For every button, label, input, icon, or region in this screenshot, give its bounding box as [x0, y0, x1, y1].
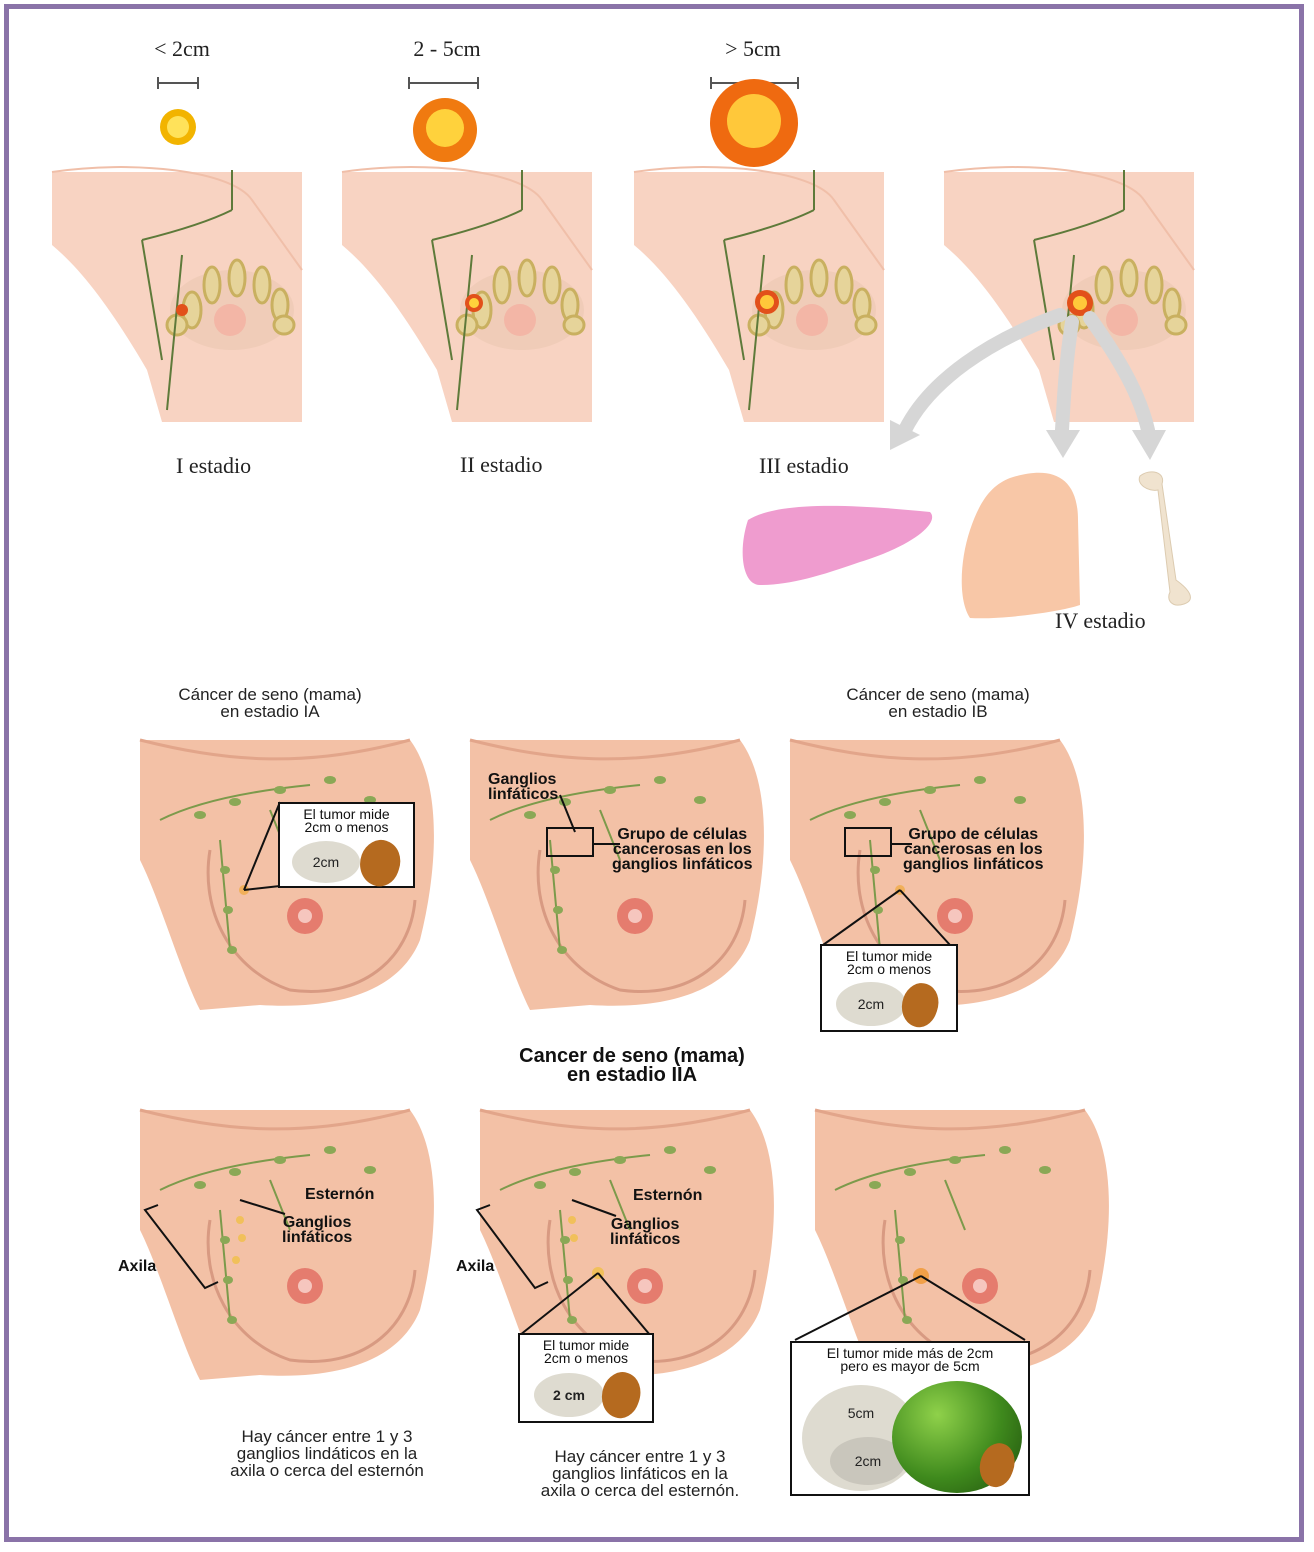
ganglios-label-2: Ganglios linfáticos [610, 1217, 680, 1247]
ganglios-label: Ganglios linfáticos [488, 772, 558, 802]
bone-icon [1139, 472, 1190, 605]
stage-label-2: II estadio [460, 452, 542, 478]
heading-stage-iia: Cancer de seno (mama) en estadio IIA [432, 1047, 832, 1085]
bottom-breast-drawings [0, 1110, 1314, 1430]
grape-icon [595, 1367, 646, 1423]
grupo-celulas-label-1: Grupo de células cancerosas en los gangl… [612, 827, 752, 872]
size-oval-2cm: 2 cm [534, 1373, 604, 1417]
axila-label-1: Axila [118, 1259, 156, 1274]
stage-label-4: IV estadio [1055, 608, 1146, 634]
grape-icon [353, 835, 406, 892]
callout-tumor-iia-1: El tumor mide 2cm o menos 2 cm [518, 1333, 654, 1423]
size-oval-2cm: 2cm [836, 982, 906, 1026]
grupo-celulas-label-2: Grupo de células cancerosas en los gangl… [903, 827, 1043, 872]
caption-iia-2: Hay cáncer entre 1 y 3 ganglios linfátic… [500, 1448, 780, 1499]
caption-stage-ib: Cáncer de seno (mama) en estadio IB [798, 686, 1078, 720]
callout-tumor-ib: El tumor mide 2cm o menos 2cm [820, 944, 958, 1032]
callout-tumor-ib-text: El tumor mide 2cm o menos [822, 950, 956, 976]
callout-tumor-ia-text: El tumor mide 2cm o menos [280, 808, 413, 834]
liver-icon [743, 506, 933, 585]
callout-tumor-ia: El tumor mide 2cm o menos 2cm [278, 802, 415, 888]
esternon-label-2: Esternón [633, 1188, 702, 1203]
axila-label-2: Axila [456, 1259, 494, 1274]
stage-label-3: III estadio [759, 453, 849, 479]
lung-icon [962, 473, 1080, 619]
stage-label-1: I estadio [176, 453, 251, 479]
metastasis-arrows [0, 0, 1314, 640]
callout-tumor-iia-2-text: El tumor mide más de 2cm pero es mayor d… [792, 1347, 1028, 1373]
size-oval-2cm: 2cm [292, 841, 360, 883]
esternon-label-1: Esternón [305, 1187, 374, 1202]
grape-icon [896, 978, 945, 1032]
ganglios-label-1: Ganglios linfáticos [282, 1215, 352, 1245]
middle-breast-drawings [0, 740, 1314, 1040]
callout-tumor-iia-2: El tumor mide más de 2cm pero es mayor d… [790, 1341, 1030, 1496]
caption-stage-ia: Cáncer de seno (mama) en estadio IA [130, 686, 410, 720]
caption-iia-1: Hay cáncer entre 1 y 3 ganglios lindátic… [192, 1428, 462, 1479]
callout-tumor-iia-1-text: El tumor mide 2cm o menos [520, 1339, 652, 1365]
